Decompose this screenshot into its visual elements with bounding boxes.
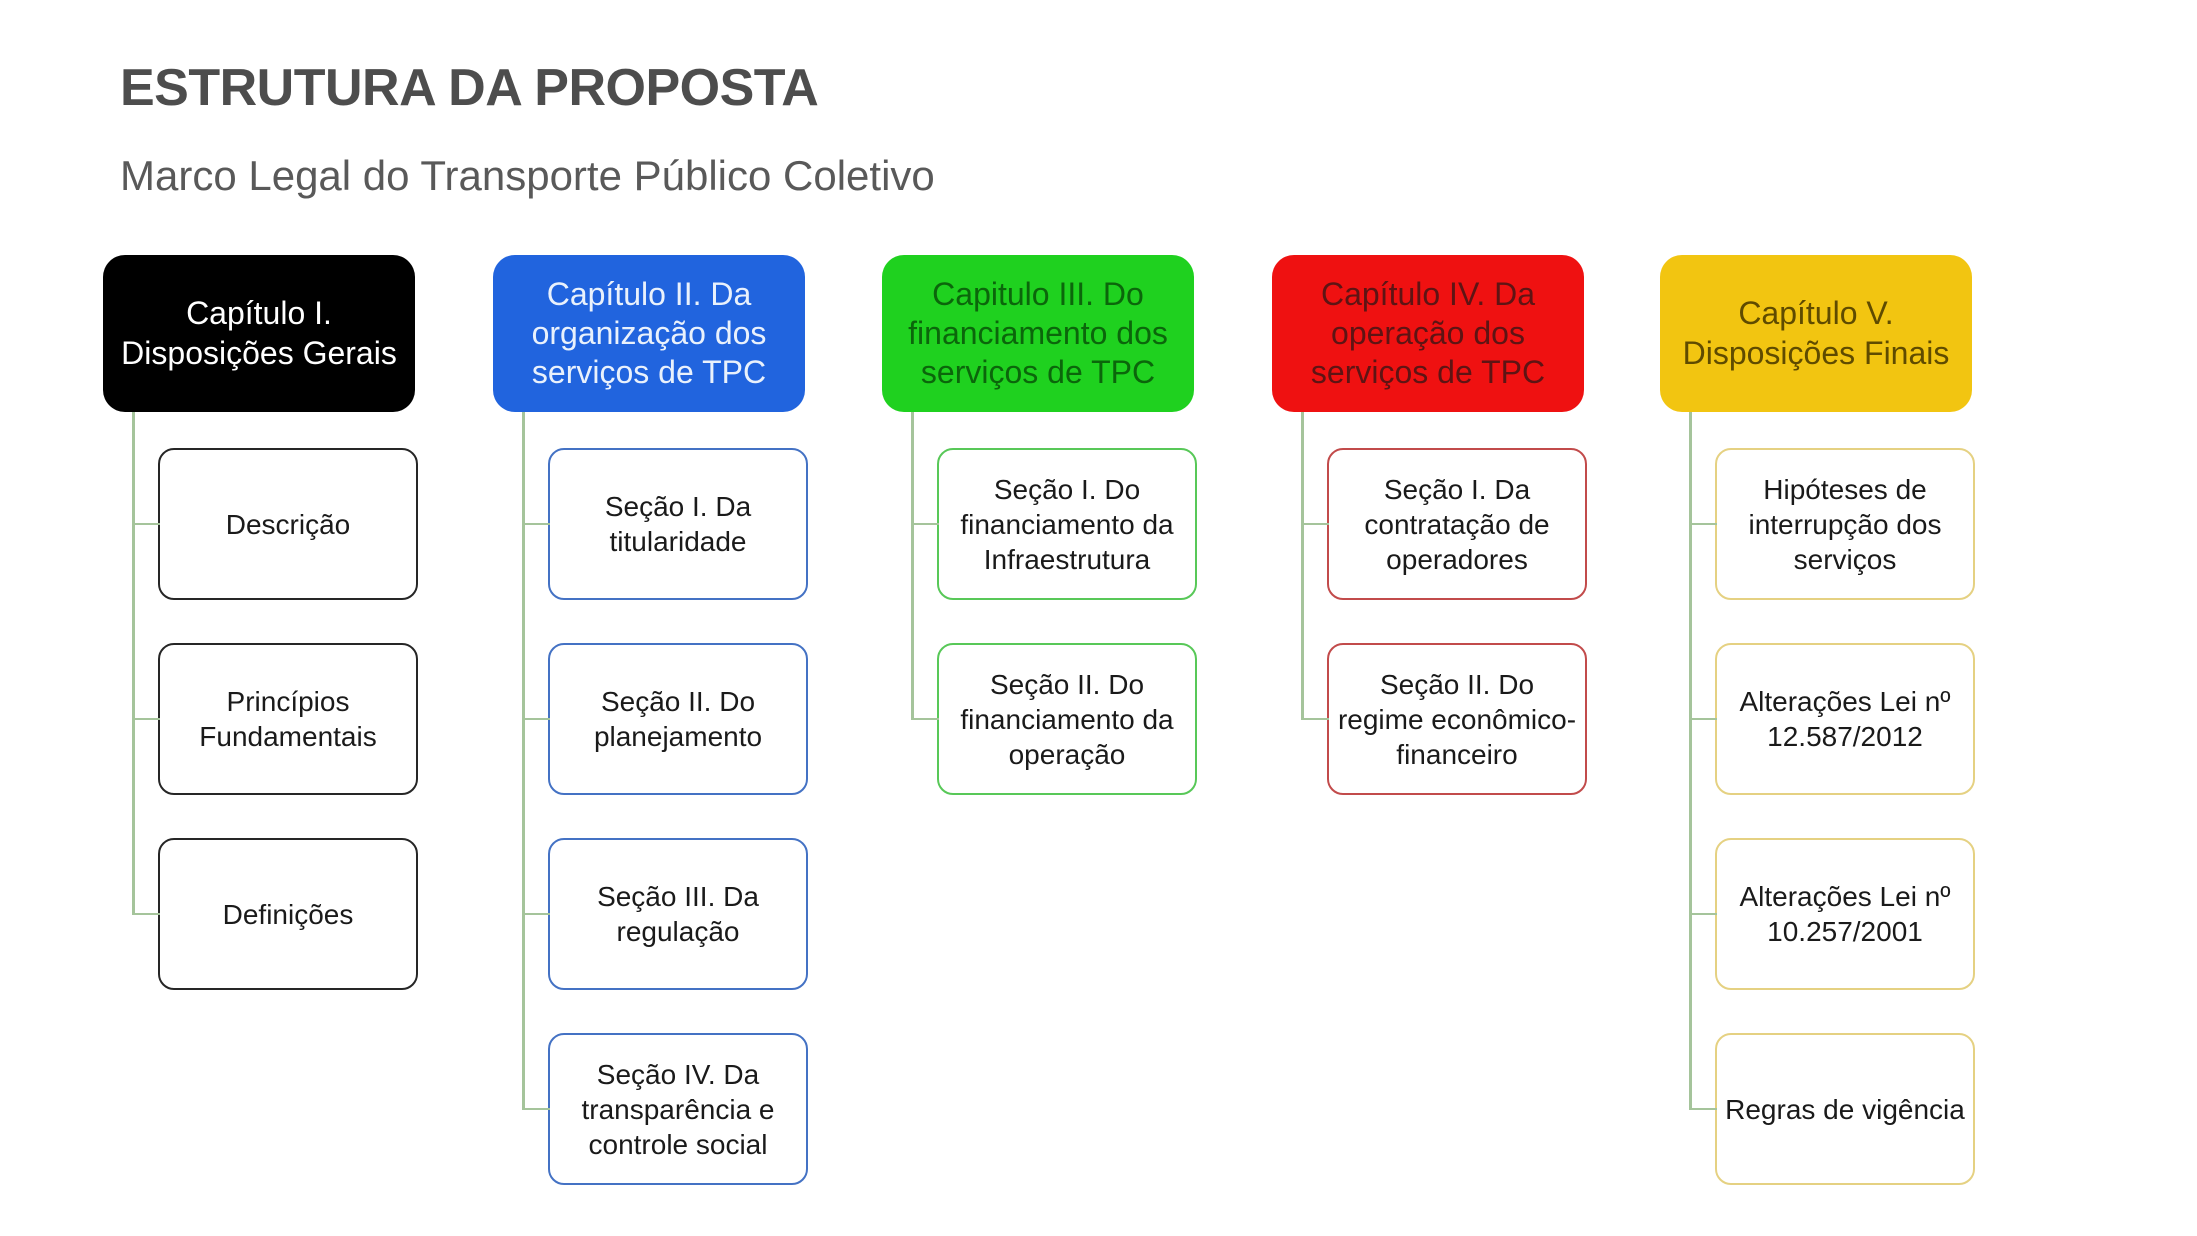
connector-vline bbox=[1689, 412, 1692, 1109]
section-label: Descrição bbox=[225, 508, 351, 540]
section-box: Seção I. Da contratação de operadores bbox=[1300, 448, 1587, 600]
connector-vline bbox=[522, 412, 525, 1109]
chapter-column-5: Capítulo V. Disposições Finais Hipóteses… bbox=[1660, 0, 1975, 1236]
section-label: Seção I. Da titularidade bbox=[604, 491, 752, 557]
chapter-header-box: Capitulo III. Do financiamento dos servi… bbox=[882, 255, 1194, 412]
connector-stub bbox=[521, 717, 550, 721]
section-label: Seção II. Do planejamento bbox=[593, 686, 763, 752]
chapter-header-box: Capítulo II. Da organização dos serviços… bbox=[493, 255, 805, 412]
section-box: Seção I. Da titularidade bbox=[521, 448, 808, 600]
chapter-header-box: Capítulo I. Disposições Gerais bbox=[103, 255, 415, 412]
section-label: Alterações Lei nº 12.587/2012 bbox=[1739, 686, 1951, 752]
slide-subtitle: Marco Legal do Transporte Público Coleti… bbox=[120, 152, 935, 199]
chapter-header-label: Capítulo IV. Da operação dos serviços de… bbox=[1310, 275, 1546, 391]
connector-stub bbox=[131, 912, 160, 916]
slide-title: ESTRUTURA DA PROPOSTA bbox=[120, 59, 819, 117]
section-box: Alterações Lei nº 10.257/2001 bbox=[1688, 838, 1975, 990]
connector-stub bbox=[1688, 522, 1717, 526]
section-box: Princípios Fundamentais bbox=[131, 643, 418, 795]
section-box: Seção III. Da regulação bbox=[521, 838, 808, 990]
connector-stub bbox=[521, 522, 550, 526]
connector-stub bbox=[521, 1107, 550, 1111]
section-box: Seção I. Do financiamento da Infraestrut… bbox=[910, 448, 1197, 600]
connector-stub bbox=[1688, 717, 1717, 721]
connector-vline bbox=[911, 412, 914, 719]
chapter-header-box: Capítulo IV. Da operação dos serviços de… bbox=[1272, 255, 1584, 412]
section-label: Seção IV. Da transparência e controle so… bbox=[581, 1058, 775, 1160]
section-label: Definições bbox=[222, 898, 354, 930]
chapter-header-box: Capítulo V. Disposições Finais bbox=[1660, 255, 1972, 412]
section-box: Hipóteses de interrupção dos serviços bbox=[1688, 448, 1975, 600]
section-box: Regras de vigência bbox=[1688, 1033, 1975, 1185]
section-box: Definições bbox=[131, 838, 418, 990]
chapter-column-3: Capitulo III. Do financiamento dos servi… bbox=[882, 0, 1197, 1236]
chapter-header-label: Capítulo II. Da organização dos serviços… bbox=[531, 275, 767, 391]
section-label: Seção III. Da regulação bbox=[597, 881, 759, 947]
section-label: Seção I. Da contratação de operadores bbox=[1364, 473, 1550, 575]
section-box: Seção IV. Da transparência e controle so… bbox=[521, 1033, 808, 1185]
connector-stub bbox=[1300, 522, 1329, 526]
connector-stub bbox=[1300, 717, 1329, 721]
connector-stub bbox=[131, 717, 160, 721]
section-box: Seção II. Do financiamento da operação bbox=[910, 643, 1197, 795]
connector-stub bbox=[521, 912, 550, 916]
section-label: Seção II. Do regime econômico-financeiro bbox=[1337, 668, 1577, 770]
chapter-column-4: Capítulo IV. Da operação dos serviços de… bbox=[1272, 0, 1587, 1236]
section-label: Seção I. Do financiamento da Infraestrut… bbox=[960, 473, 1174, 575]
chapter-header-label: Capítulo V. Disposições Finais bbox=[1682, 295, 1950, 371]
connector-stub bbox=[1688, 912, 1717, 916]
connector-stub bbox=[1688, 1107, 1717, 1111]
section-label: Alterações Lei nº 10.257/2001 bbox=[1739, 881, 1951, 947]
section-box: Alterações Lei nº 12.587/2012 bbox=[1688, 643, 1975, 795]
section-label: Princípios Fundamentais bbox=[199, 686, 377, 752]
connector-vline bbox=[1301, 412, 1304, 719]
section-box: Descrição bbox=[131, 448, 418, 600]
section-label: Hipóteses de interrupção dos serviços bbox=[1748, 473, 1942, 575]
chapter-header-label: Capitulo III. Do financiamento dos servi… bbox=[908, 275, 1168, 391]
section-box: Seção II. Do planejamento bbox=[521, 643, 808, 795]
chapter-column-1: Capítulo I. Disposições Gerais Descrição… bbox=[103, 0, 418, 1236]
connector-vline bbox=[132, 412, 135, 914]
connector-stub bbox=[910, 522, 939, 526]
connector-stub bbox=[910, 717, 939, 721]
chapter-header-label: Capítulo I. Disposições Gerais bbox=[121, 295, 397, 371]
section-label: Regras de vigência bbox=[1725, 1093, 1965, 1125]
connector-stub bbox=[131, 522, 160, 526]
section-label: Seção II. Do financiamento da operação bbox=[960, 668, 1174, 770]
section-box: Seção II. Do regime econômico-financeiro bbox=[1300, 643, 1587, 795]
chapter-column-2: Capítulo II. Da organização dos serviços… bbox=[493, 0, 808, 1236]
